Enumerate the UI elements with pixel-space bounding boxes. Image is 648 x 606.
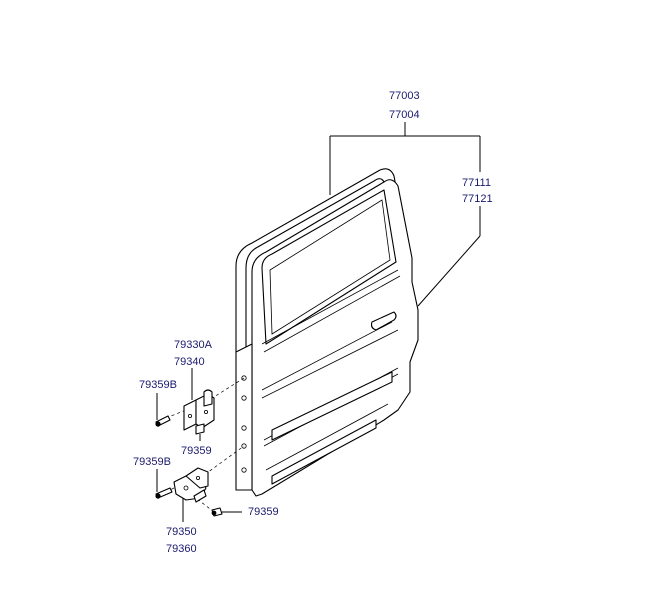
part-label-panel-b[interactable]: 77121	[462, 193, 493, 205]
part-label-door-assy-a[interactable]: 77003	[389, 90, 420, 102]
part-label-upper-bolt[interactable]: 79359B	[139, 379, 177, 391]
part-label-door-assy-b[interactable]: 77004	[389, 109, 420, 121]
upper-bolts	[155, 415, 171, 427]
upper-hinge	[183, 389, 215, 435]
part-label-upper-hinge-b[interactable]: 79340	[174, 356, 205, 368]
lower-hinge	[173, 467, 209, 503]
part-label-lower-hinge-a[interactable]: 79350	[166, 526, 197, 538]
part-label-lower-bolt[interactable]: 79359B	[133, 456, 171, 468]
part-label-panel-a[interactable]: 77111	[462, 177, 491, 189]
door-panel	[235, 179, 419, 497]
part-label-lower-hinge-bolt[interactable]: 79359	[248, 506, 279, 518]
part-label-upper-hinge-a[interactable]: 79330A	[174, 339, 212, 351]
lower-bolts	[155, 487, 223, 517]
part-label-upper-hinge-bolt[interactable]: 79359	[181, 445, 212, 457]
part-label-lower-hinge-b[interactable]: 79360	[166, 543, 197, 555]
